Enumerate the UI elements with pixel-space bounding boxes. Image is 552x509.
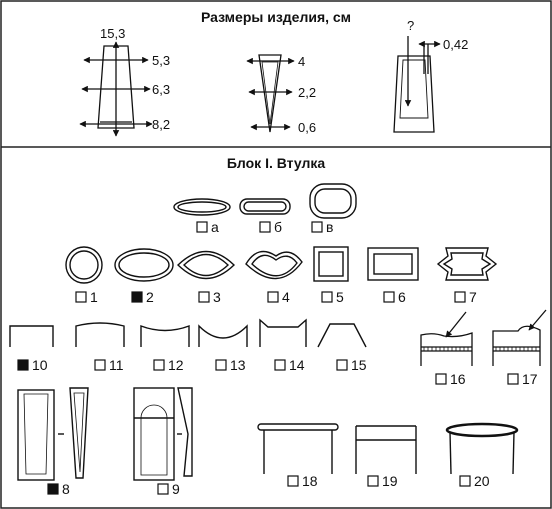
option-item[interactable]: 12 — [153, 357, 184, 373]
option-item[interactable]: 14 — [274, 357, 305, 373]
cross-wall-dim: 0,42 — [443, 37, 468, 52]
option-checkbox[interactable] — [367, 475, 379, 487]
taper-figure — [79, 41, 153, 137]
dimensions-title: Размеры изделия, см — [201, 9, 351, 25]
option-label: 6 — [398, 289, 406, 305]
option-checkbox[interactable] — [215, 359, 227, 371]
option-checkbox-checked[interactable] — [47, 483, 59, 495]
shape-row-3 — [9, 318, 367, 348]
option-label: 9 — [172, 481, 180, 497]
option-label: в — [326, 219, 333, 235]
taper-middle-dim: 6,3 — [152, 82, 170, 97]
option-checkbox[interactable] — [336, 359, 348, 371]
option-item[interactable]: 9 — [157, 481, 180, 497]
option-checkbox[interactable] — [153, 359, 165, 371]
option-label: 20 — [474, 473, 490, 489]
option-label: 2 — [146, 289, 154, 305]
taper-top-dim: 15,3 — [100, 26, 125, 41]
option-label: 11 — [109, 357, 124, 373]
option-label: 5 — [336, 289, 344, 305]
cone-figure — [246, 54, 295, 133]
option-label: 18 — [302, 473, 318, 489]
option-label: 16 — [450, 371, 466, 387]
option-checkbox[interactable] — [321, 291, 333, 303]
cone-lower-dim: 0,6 — [298, 120, 316, 135]
option-label: 1 — [90, 289, 98, 305]
option-checkbox[interactable] — [267, 291, 279, 303]
taper-lower-dim: 8,2 — [152, 117, 170, 132]
option-label: 8 — [62, 481, 70, 497]
option-item[interactable]: 19 — [367, 473, 398, 489]
option-label: 15 — [351, 357, 367, 373]
option-item[interactable]: 5 — [321, 289, 344, 305]
option-checkbox[interactable] — [459, 475, 471, 487]
shape-row-1 — [173, 183, 357, 219]
option-item[interactable]: 11 — [94, 357, 124, 373]
option-checkbox[interactable] — [435, 373, 447, 385]
option-item[interactable]: 20 — [459, 473, 490, 489]
option-item[interactable]: 2 — [131, 289, 154, 305]
option-label: б — [274, 219, 282, 235]
option-checkbox[interactable] — [507, 373, 519, 385]
option-item[interactable]: 6 — [383, 289, 406, 305]
option-checkbox-checked[interactable] — [131, 291, 143, 303]
option-checkbox[interactable] — [259, 221, 271, 233]
option-label: 14 — [289, 357, 305, 373]
option-checkbox[interactable] — [287, 475, 299, 487]
option-checkbox[interactable] — [75, 291, 87, 303]
option-checkbox[interactable] — [311, 221, 323, 233]
option-label: 7 — [469, 289, 477, 305]
option-item[interactable]: 7 — [454, 289, 477, 305]
option-label: 4 — [282, 289, 290, 305]
option-label: 12 — [168, 357, 184, 373]
option-label: 19 — [382, 473, 398, 489]
option-item[interactable]: 4 — [267, 289, 290, 305]
figures-18-20 — [257, 422, 519, 475]
figures-16-17 — [420, 309, 547, 366]
taper-upper-dim: 5,3 — [152, 53, 170, 68]
cross-height-dim: ? — [407, 18, 414, 33]
option-item[interactable]: 8 — [47, 481, 70, 497]
cone-middle-dim: 2,2 — [298, 85, 316, 100]
option-item[interactable]: 16 — [435, 371, 466, 387]
option-checkbox[interactable] — [157, 483, 169, 495]
option-checkbox-checked[interactable] — [17, 359, 29, 371]
option-item[interactable]: 17 — [507, 371, 538, 387]
option-item[interactable]: 10 — [17, 357, 48, 373]
option-item[interactable]: 18 — [287, 473, 318, 489]
option-checkbox[interactable] — [274, 359, 286, 371]
cross-section-figure — [393, 36, 441, 133]
option-label: 10 — [32, 357, 48, 373]
option-item[interactable]: б — [259, 219, 282, 235]
option-item[interactable]: 13 — [215, 357, 246, 373]
block-title: Блок I. Втулка — [227, 155, 326, 171]
option-item[interactable]: 1 — [75, 289, 98, 305]
option-item[interactable]: а — [196, 219, 219, 235]
option-item[interactable]: 3 — [198, 289, 221, 305]
option-label: а — [211, 219, 219, 235]
cone-upper-dim: 4 — [298, 54, 305, 69]
option-checkbox[interactable] — [196, 221, 208, 233]
figures-8-9 — [17, 387, 193, 481]
option-label: 13 — [230, 357, 246, 373]
option-item[interactable]: 15 — [336, 357, 367, 373]
option-checkbox[interactable] — [454, 291, 466, 303]
option-label: 3 — [213, 289, 221, 305]
option-label: 17 — [522, 371, 538, 387]
option-checkbox[interactable] — [94, 359, 106, 371]
option-checkbox[interactable] — [383, 291, 395, 303]
option-checkbox[interactable] — [198, 291, 210, 303]
option-item[interactable]: в — [311, 219, 333, 235]
shape-row-2 — [65, 246, 498, 284]
